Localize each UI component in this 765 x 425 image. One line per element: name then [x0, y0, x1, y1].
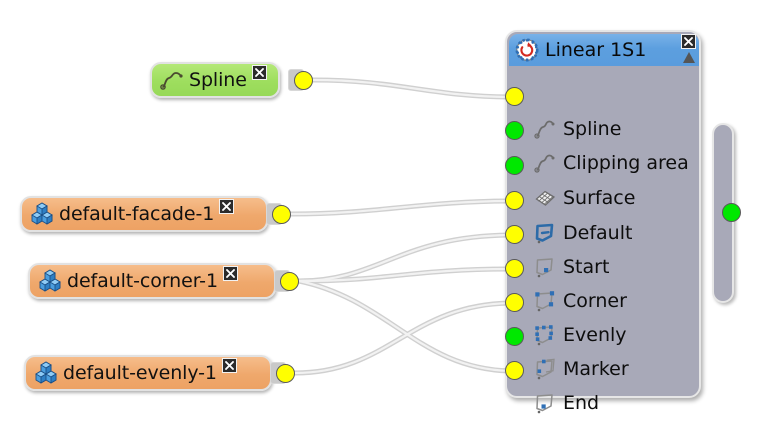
node-spline[interactable]: Spline: [150, 62, 280, 98]
port-row-corner[interactable]: Corner: [533, 286, 627, 316]
input-port-default[interactable]: [505, 191, 524, 210]
node-default-facade-1[interactable]: default-facade-1: [20, 196, 268, 232]
facade-solid-icon: [535, 223, 554, 244]
blocks-icon: [39, 269, 61, 292]
port-row-spline[interactable]: Spline: [533, 114, 621, 144]
port-row-start[interactable]: Start: [533, 252, 609, 282]
input-port-surface[interactable]: [505, 156, 524, 175]
close-icon[interactable]: [681, 34, 696, 49]
close-icon[interactable]: [221, 358, 237, 373]
node-default-evenly-1-output-port[interactable]: [276, 364, 295, 383]
node-default-corner-1-output-port[interactable]: [280, 272, 299, 291]
wire[interactable]: [288, 198, 517, 217]
node-default-facade-1-output-port[interactable]: [272, 205, 291, 224]
wire-highlight: [297, 279, 516, 373]
node-default-facade-1-label: default-facade-1: [59, 202, 215, 225]
wire[interactable]: [296, 278, 517, 374]
wire[interactable]: [296, 232, 517, 284]
wire[interactable]: [292, 300, 517, 376]
close-icon[interactable]: [222, 266, 238, 281]
main-node-titlebar[interactable]: Linear 1S1: [509, 34, 699, 66]
input-port-spline[interactable]: [505, 87, 524, 106]
blocks-icon: [35, 361, 57, 384]
node-default-corner-1[interactable]: default-corner-1: [28, 263, 276, 299]
node-spline-label: Spline: [189, 68, 247, 91]
port-label-surface: Surface: [563, 186, 636, 209]
wire[interactable]: [296, 266, 517, 284]
port-row-marker[interactable]: Marker: [533, 354, 629, 384]
port-label-default: Default: [563, 221, 633, 244]
node-spline-output-port[interactable]: [294, 71, 313, 90]
surface-mesh-icon: [535, 190, 556, 206]
node-default-evenly-1-label: default-evenly-1: [63, 361, 217, 384]
wire-highlight: [293, 301, 516, 375]
facade-corner-icon: [535, 291, 555, 312]
wire-highlight: [297, 233, 516, 283]
facade-end-icon: [536, 394, 553, 414]
node-default-corner-1-label: default-corner-1: [67, 269, 218, 292]
close-icon[interactable]: [251, 65, 267, 80]
input-port-corner[interactable]: [505, 259, 524, 278]
node-linear-1s1[interactable]: Linear 1S1 Spline Clipping area: [505, 30, 701, 414]
port-row-evenly[interactable]: Evenly: [533, 320, 627, 350]
input-port-evenly[interactable]: [505, 293, 524, 312]
port-row-clipping-area[interactable]: Clipping area: [533, 148, 689, 178]
close-icon[interactable]: [219, 199, 235, 214]
input-port-clipping-area[interactable]: [505, 121, 524, 140]
input-port-marker[interactable]: [505, 327, 524, 346]
port-label-spline: Spline: [563, 117, 622, 140]
port-label-corner: Corner: [563, 289, 627, 312]
port-row-surface[interactable]: Surface: [533, 183, 635, 213]
wire-highlight: [289, 199, 516, 216]
linear-sequence-icon: [515, 38, 539, 62]
port-label-clipping-area: Clipping area: [563, 151, 689, 174]
wire-highlight: [311, 78, 516, 99]
port-row-default[interactable]: Default: [533, 218, 632, 248]
input-port-end[interactable]: [505, 361, 524, 380]
main-node-title: Linear 1S1: [545, 38, 647, 61]
spline-icon: [160, 72, 183, 90]
wire-highlight: [297, 267, 516, 283]
facade-marker-icon: [536, 358, 555, 380]
collapse-triangle-icon[interactable]: [682, 51, 696, 64]
port-label-start: Start: [563, 255, 610, 278]
port-label-evenly: Evenly: [563, 323, 627, 346]
blocks-icon: [31, 202, 53, 225]
input-port-start[interactable]: [505, 225, 524, 244]
spline-icon: [534, 154, 555, 173]
facade-evenly-icon: [535, 325, 553, 346]
port-label-marker: Marker: [563, 357, 629, 380]
node-default-evenly-1[interactable]: default-evenly-1: [24, 355, 272, 391]
wire[interactable]: [310, 77, 517, 100]
port-label-end: End: [563, 391, 600, 414]
spline-icon: [534, 120, 555, 139]
main-node-output-port[interactable]: [722, 203, 741, 222]
port-row-end[interactable]: End: [533, 388, 599, 418]
facade-start-icon: [536, 258, 553, 278]
